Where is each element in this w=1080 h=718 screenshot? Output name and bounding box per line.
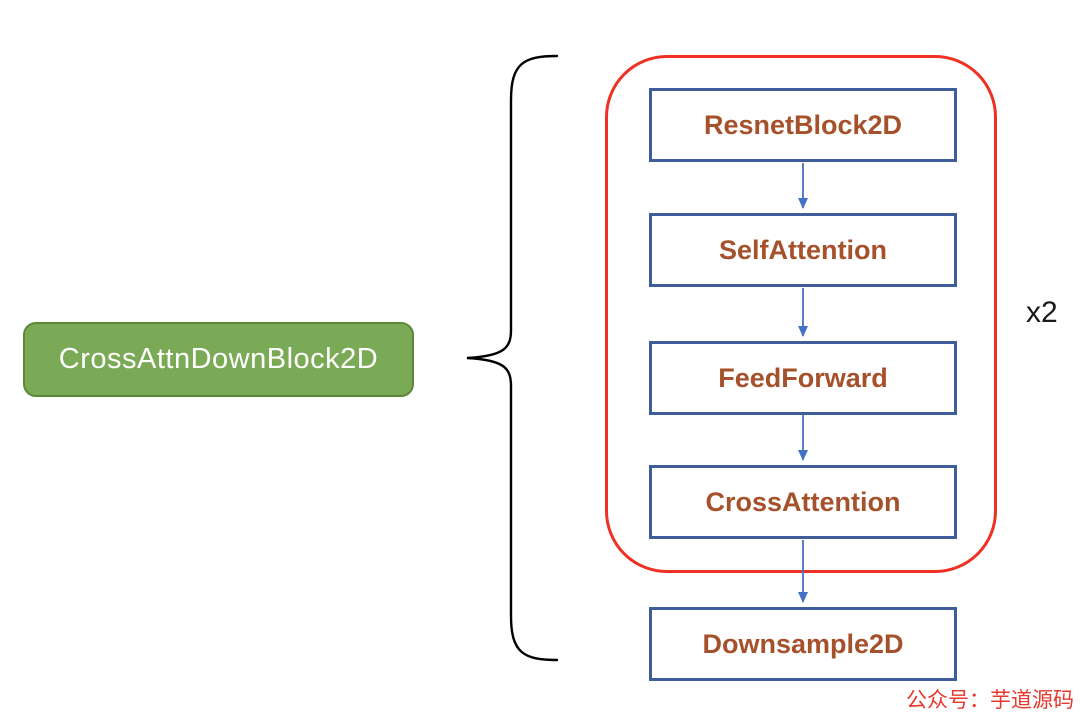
- block-feedforward: FeedForward: [649, 341, 957, 415]
- left-curly-brace: [466, 54, 559, 662]
- main-block-label: CrossAttnDownBlock2D: [58, 343, 379, 375]
- block-label: ResnetBlock2D: [703, 109, 903, 140]
- repeat-group-outline: [605, 55, 997, 573]
- block-label: CrossAttention: [705, 486, 901, 517]
- block-downsample2d: Downsample2D: [649, 607, 957, 681]
- main-block-crossattndownblock2d: CrossAttnDownBlock2D: [23, 322, 414, 397]
- block-crossattention: CrossAttention: [649, 465, 957, 539]
- watermark-text: 公众号：芋道源码: [906, 688, 1074, 712]
- block-label: FeedForward: [718, 362, 888, 393]
- repeat-count-label: x2: [1026, 296, 1058, 329]
- block-resnetblock2d: ResnetBlock2D: [649, 88, 957, 162]
- block-label: Downsample2D: [702, 628, 904, 659]
- block-selfattention: SelfAttention: [649, 213, 957, 287]
- block-label: SelfAttention: [719, 234, 887, 265]
